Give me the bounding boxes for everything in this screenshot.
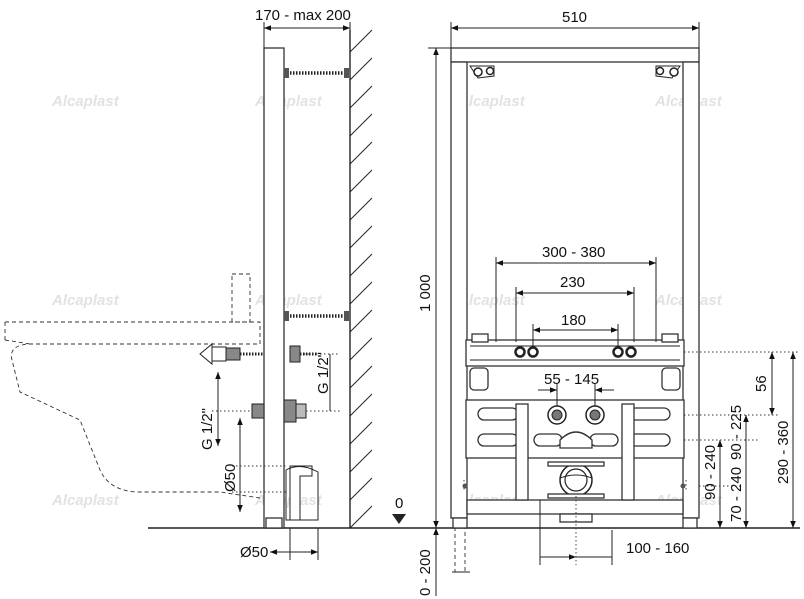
watermark-text: Alcaplast bbox=[51, 492, 120, 509]
dim-label-span-55-145: 55 - 145 bbox=[544, 371, 599, 388]
top-bracket-right bbox=[655, 65, 681, 79]
frame-top-bar bbox=[450, 47, 700, 63]
dim-label-thread-left: G 1/2" bbox=[199, 408, 216, 450]
dim-label-span-180: 180 bbox=[561, 312, 586, 329]
fixing-stud bbox=[612, 346, 624, 358]
water-connection-right bbox=[585, 405, 605, 425]
frame-post-side bbox=[263, 47, 285, 529]
dim-label-290-360: 290 - 360 bbox=[775, 421, 792, 484]
frame-bolt bbox=[462, 483, 468, 489]
side-water-fitting-lower bbox=[251, 399, 340, 423]
frame-post-left bbox=[450, 61, 468, 519]
bidet-outline bbox=[5, 321, 261, 499]
bidet-rim-bottom bbox=[4, 339, 31, 345]
bidet-tap bbox=[231, 273, 251, 323]
side-water-fitting bbox=[199, 342, 318, 366]
post-slot bbox=[469, 367, 489, 391]
dim-label-zero: 0 bbox=[395, 495, 403, 512]
plate-rail-left bbox=[515, 403, 529, 501]
watermark-text: Alcaplast bbox=[51, 93, 120, 110]
dim-label-span-300-380: 300 - 380 bbox=[542, 244, 605, 261]
leg-extension bbox=[454, 527, 466, 573]
watermark-text: Alcaplast bbox=[457, 292, 526, 309]
dim-label-90-240: 90 - 240 bbox=[702, 445, 719, 500]
dim-label-thread-right: G 1/2" bbox=[315, 352, 332, 394]
dim-label-leg-adjust: 0 - 200 bbox=[417, 549, 434, 596]
water-connection-left bbox=[547, 405, 567, 425]
frame-foot-right bbox=[682, 517, 698, 529]
frame-foot-side bbox=[265, 517, 283, 529]
fixing-studs bbox=[514, 346, 637, 358]
fixing-stud bbox=[527, 346, 539, 358]
dim-label-frame-width: 510 bbox=[562, 9, 587, 26]
fixing-bar bbox=[465, 339, 685, 367]
frame-bottom-bar bbox=[466, 499, 684, 515]
anchor-rod-upper bbox=[284, 68, 350, 78]
front-view: 510 1 000 0 - 200 300 - 380 230 180 55 -… bbox=[417, 9, 800, 596]
watermark-text: Alcaplast bbox=[51, 292, 120, 309]
side-drain-elbow bbox=[285, 465, 319, 521]
dim-label-frame-height: 1 000 bbox=[417, 274, 434, 312]
frame-post-right bbox=[682, 61, 700, 519]
plate-rail-right bbox=[621, 403, 635, 501]
post-slot bbox=[661, 367, 681, 391]
fixing-bar-lug bbox=[471, 333, 489, 343]
anchor-rod-lower bbox=[284, 311, 350, 321]
dim-label-70-240: 70 - 240 bbox=[728, 467, 745, 522]
zero-level-marker bbox=[392, 514, 406, 524]
dim-label-100-160: 100 - 160 bbox=[626, 540, 689, 557]
dim-label-side-depth: 170 - max 200 bbox=[255, 7, 351, 24]
side-view: 170 - max 200 G 1/2" G 1/2" Ø50 Ø50 0 bbox=[4, 7, 406, 561]
dim-label-56: 56 bbox=[753, 375, 770, 392]
top-bracket-left bbox=[469, 65, 495, 79]
drain-bracket bbox=[559, 431, 593, 449]
fixing-stud bbox=[514, 346, 526, 358]
watermark-text: Alcaplast bbox=[457, 93, 526, 110]
dim-label-dia-50-vertical: Ø50 bbox=[222, 464, 239, 492]
fixing-bar-lug bbox=[661, 333, 679, 343]
frame-bolt bbox=[680, 483, 686, 489]
frame-foot-left bbox=[452, 517, 468, 529]
wall-hatching bbox=[349, 29, 373, 529]
fixing-stud bbox=[625, 346, 637, 358]
dim-label-90-225: 90 - 225 bbox=[728, 405, 745, 460]
dim-label-span-230: 230 bbox=[560, 274, 585, 291]
dim-label-dia-50-bottom: Ø50 bbox=[240, 544, 268, 561]
